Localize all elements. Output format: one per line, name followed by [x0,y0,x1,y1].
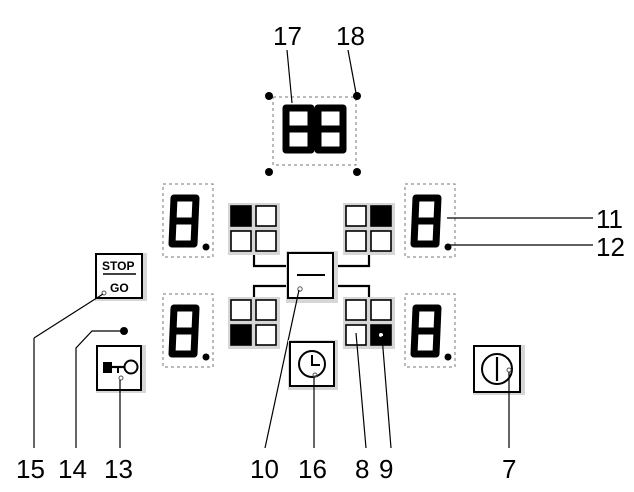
label-16: 16 [298,454,327,484]
zone-selector-rear-right[interactable] [343,297,395,349]
zone-selector-front-right[interactable] [343,203,395,255]
zone-selector-front-left[interactable] [228,203,280,255]
leader-15-a [33,293,104,339]
zone-selector-rear-left[interactable] [228,297,280,349]
zone-display-front-right [404,183,456,258]
power-button[interactable] [473,345,525,395]
stop-label: STOP [102,259,134,273]
label-15: 15 [16,454,45,484]
zone-display-rear-right [404,293,456,368]
grid-connectors [252,255,371,297]
slider-control[interactable] [286,251,338,303]
timer-button[interactable] [288,340,338,390]
timer-digit-left [282,104,315,154]
label-14: 14 [58,454,87,484]
label-12: 12 [596,232,625,262]
label-13: 13 [104,454,133,484]
key-icon [103,359,139,375]
timer-display [265,92,361,176]
zone-display-rear-left [162,293,214,368]
label-17: 17 [273,21,302,51]
label-18: 18 [336,21,365,51]
key-lock-button[interactable] [96,345,146,393]
label-7: 7 [502,454,516,484]
power-icon [481,353,513,385]
label-11: 11 [596,204,623,234]
key-lock-indicator [120,327,128,335]
leader-9 [381,335,392,449]
stop-go-button[interactable]: STOP GO [95,253,147,301]
leader-17 [286,49,293,104]
label-9: 9 [379,454,393,484]
leader-8 [355,332,367,449]
leader-18 [347,49,357,94]
leader-10 [264,289,300,449]
label-10: 10 [250,454,279,484]
timer-digit-right [314,104,347,154]
zone-display-front-left [162,183,214,258]
leader-14 [75,330,121,448]
clock-icon [298,350,326,378]
go-label: GO [110,281,129,295]
label-8: 8 [355,454,369,484]
